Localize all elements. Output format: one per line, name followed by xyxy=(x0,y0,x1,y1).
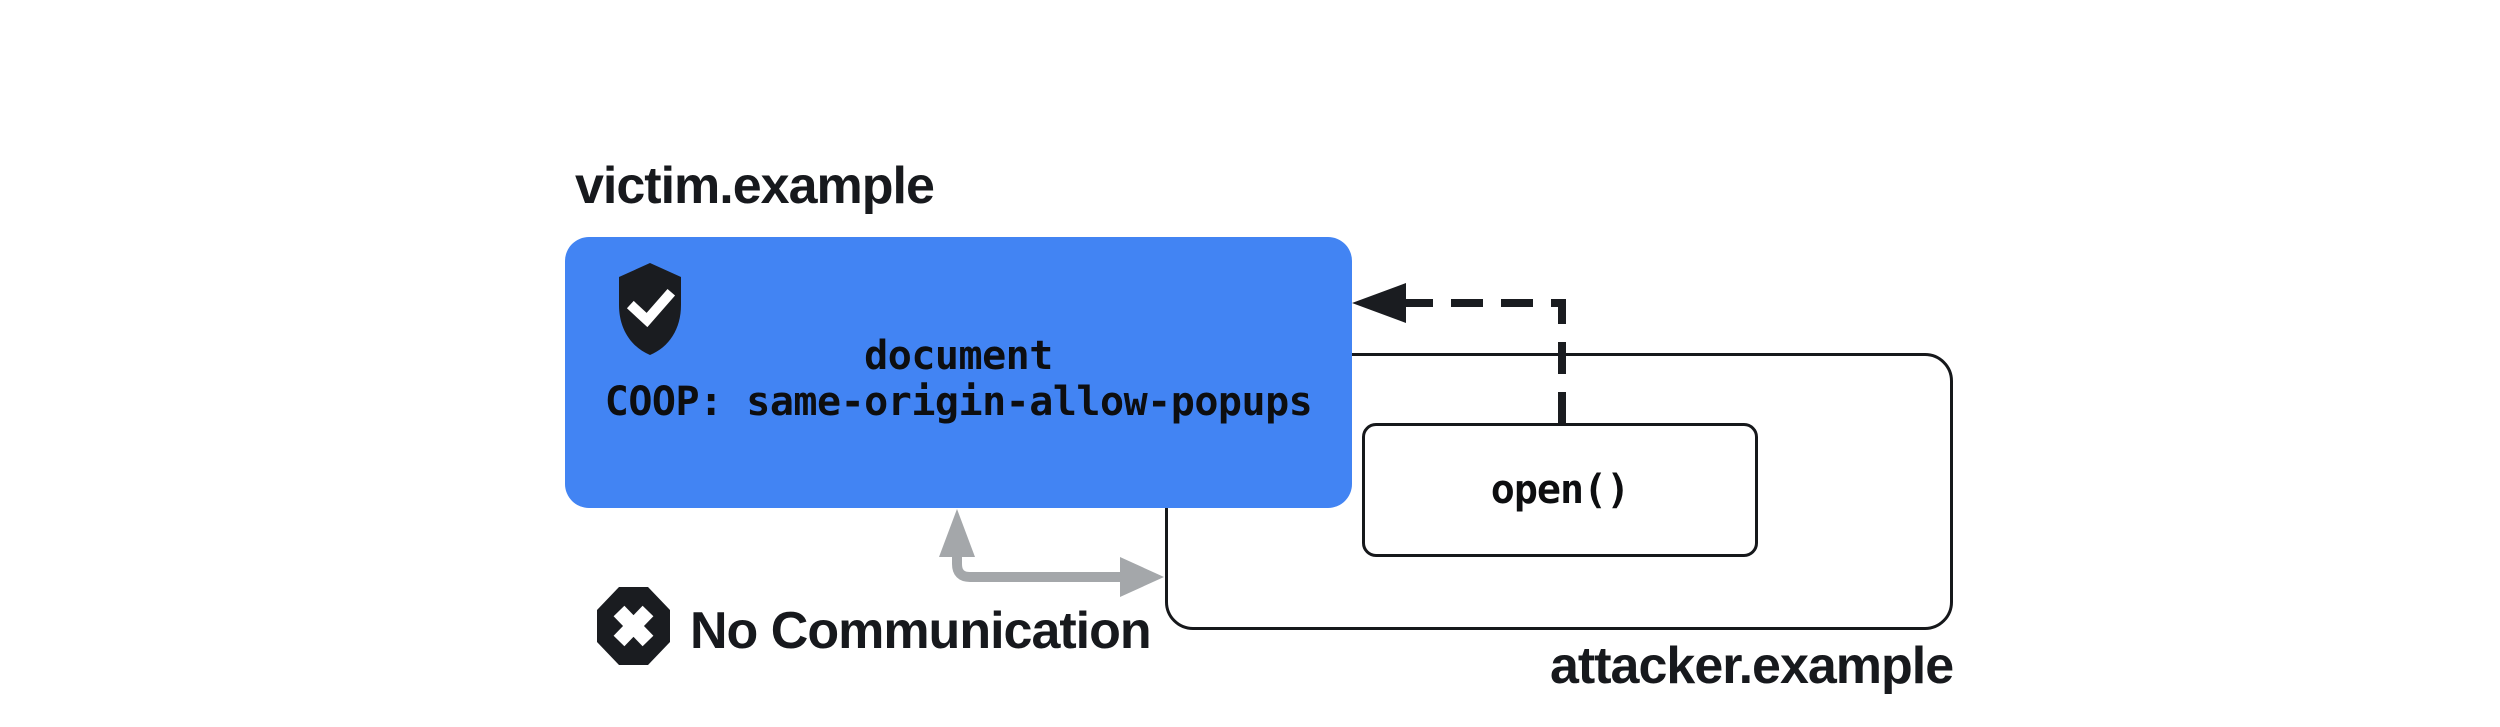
gray-arrow-line xyxy=(952,552,1122,582)
x-glyph xyxy=(613,605,654,647)
open-call-label: open() xyxy=(1490,467,1630,513)
coop-policy-label: COOP: same-origin-allow-popups xyxy=(604,379,1313,425)
victim-domain-label: victim.example xyxy=(575,157,935,215)
shield-check-icon xyxy=(619,263,681,355)
blocked-x-octagon-icon xyxy=(597,587,670,665)
dashed-arrow-head-left xyxy=(1352,283,1414,323)
gray-arrow-head-right xyxy=(1120,557,1164,597)
no-communication-arrow xyxy=(939,509,1164,597)
attacker-domain-label: attacker.example xyxy=(1550,637,1954,695)
victim-document-text: document COOP: same-origin-allow-popups xyxy=(565,333,1352,425)
shield-checkmark xyxy=(626,288,676,328)
victim-document-box: document COOP: same-origin-allow-popups xyxy=(565,237,1352,508)
document-label: document xyxy=(864,333,1053,379)
open-call-box: open() xyxy=(1362,423,1758,557)
no-communication-label: No Communication xyxy=(690,602,1152,660)
gray-arrow-head-up xyxy=(939,509,975,557)
